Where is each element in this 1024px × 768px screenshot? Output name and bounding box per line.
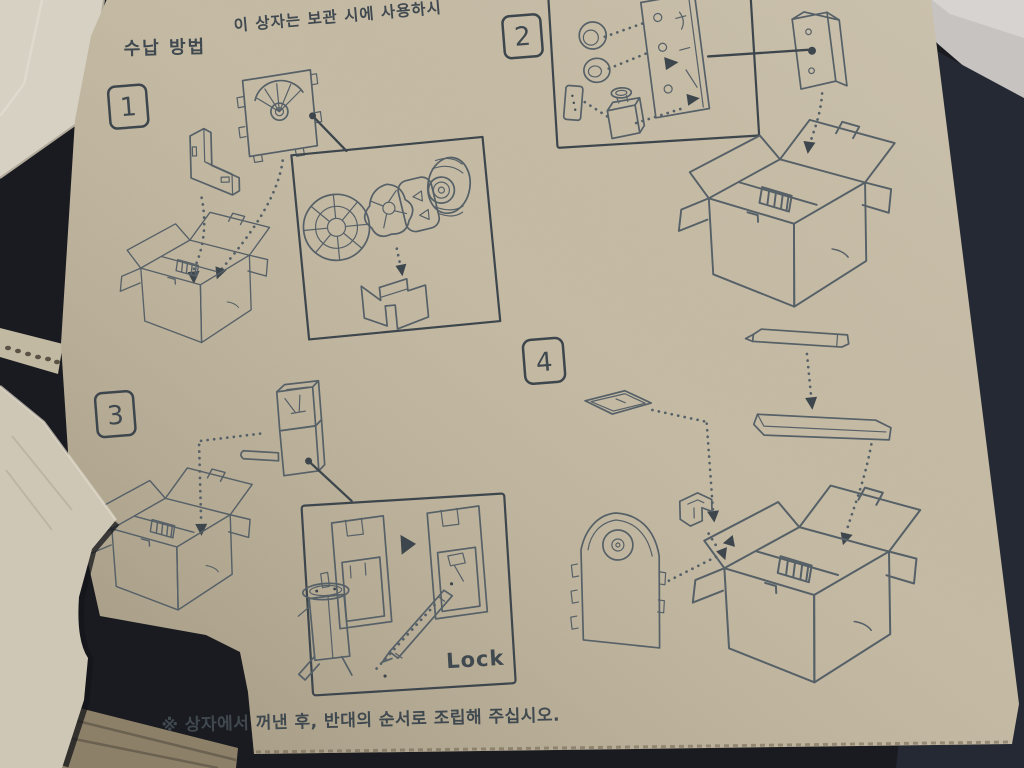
lock-detail-inset: Lock (297, 492, 517, 697)
power-adapter (606, 86, 646, 140)
flap-top-edge-highlight (0, 385, 118, 521)
step-3-badge: 3 (93, 389, 137, 439)
step-3-number: 3 (106, 400, 125, 431)
fan-exploded-inset (290, 135, 502, 341)
flap-shadow-gap (59, 519, 120, 768)
flat-packet-part (584, 389, 653, 415)
pump-part (297, 571, 353, 681)
step-4-badge: 4 (521, 336, 567, 385)
step-1-number: 1 (119, 92, 138, 123)
step-2-number: 2 (513, 22, 532, 53)
printed-content: 수납 방법 이 상자는 보관 시에 사용하시 1 (83, 0, 929, 736)
arrow-down-icon (395, 263, 407, 277)
molded-tray-panel (639, 0, 711, 119)
step-3-group: 3 (83, 379, 353, 616)
step-1-badge: 1 (106, 83, 150, 130)
arrow-down-icon (803, 140, 816, 154)
fan-blade (363, 183, 414, 238)
arrow-down-icon (716, 547, 727, 561)
l-bracket-part (189, 127, 241, 196)
long-tray-part (752, 413, 892, 441)
pen-part (744, 328, 850, 348)
step-1-group: 1 (106, 69, 348, 348)
floor-highlight (932, 0, 1024, 38)
corner-bracket-part (678, 492, 713, 527)
tower-after-lock (426, 505, 489, 620)
cardboard-flap-top-left (0, 0, 104, 178)
fan-grille (302, 193, 371, 262)
step-4-number: 4 (535, 347, 554, 378)
weight-block-part (791, 11, 848, 90)
locking-pin (381, 589, 454, 664)
pump-tower-part (240, 379, 326, 477)
corrugated-edge (0, 328, 63, 374)
flap-creases (5, 435, 73, 531)
arched-front-panel (570, 512, 667, 649)
step-2-group: 2 (501, 0, 903, 313)
flap-crease (0, 0, 44, 117)
arrow-down-icon (195, 523, 208, 536)
arrow-right-icon (400, 534, 417, 555)
motor-bracket (397, 176, 441, 233)
step-2-badge: 2 (501, 13, 544, 60)
arrow-right-icon (722, 534, 735, 547)
arrow-down-icon (840, 532, 853, 546)
arrow-down-icon (805, 396, 818, 410)
cardboard-holder (360, 277, 430, 330)
step-4-group: 4 (521, 328, 929, 689)
fan-motor-unit (236, 69, 323, 163)
arrow-down-icon (707, 510, 720, 523)
small-parts-inset (546, 0, 761, 149)
cardboard-flap-bottom-left (0, 385, 120, 768)
sheet-title: 수납 방법 (123, 37, 206, 60)
motor-drum (426, 156, 472, 217)
lock-label: Lock (446, 646, 506, 674)
